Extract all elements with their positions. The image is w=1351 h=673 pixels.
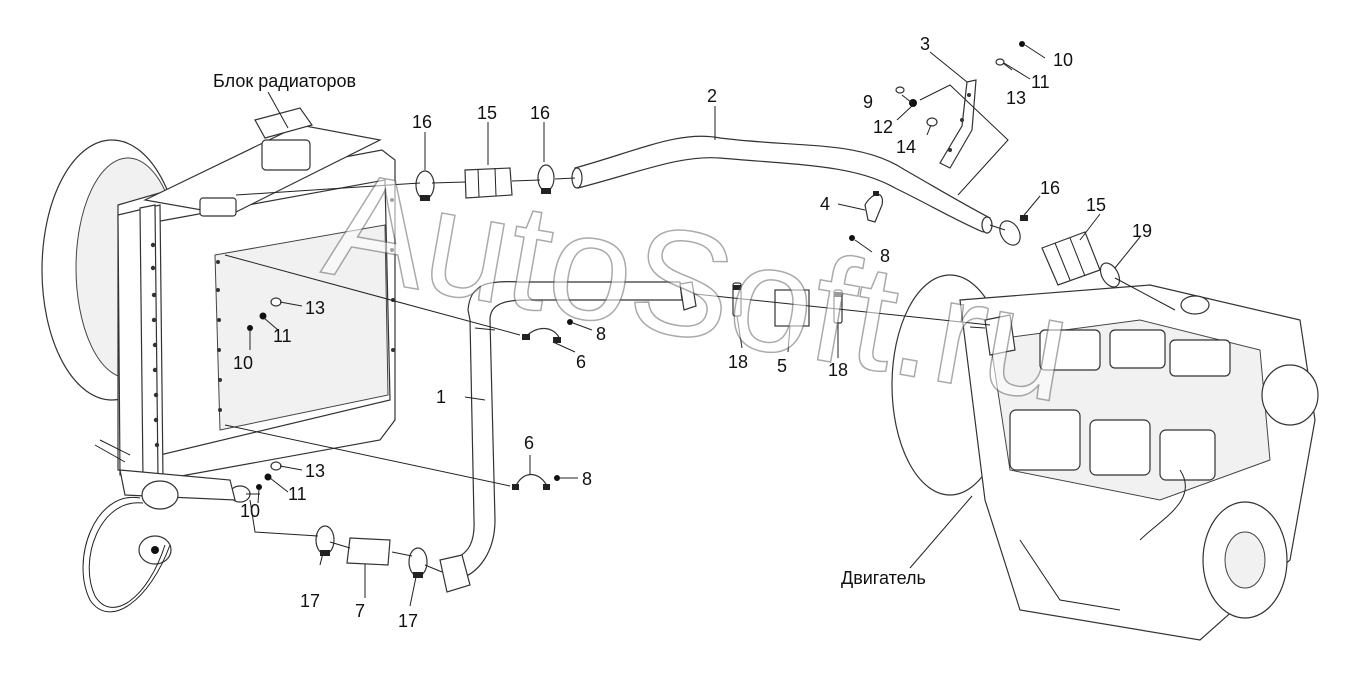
clamp-16-a bbox=[415, 170, 435, 201]
hose-15-upper bbox=[464, 167, 513, 199]
callout-4: 4 bbox=[820, 194, 830, 214]
callout-13-mid: 13 bbox=[305, 298, 325, 318]
watermark: AutoSoft.ru bbox=[314, 138, 1082, 434]
callout-13-low: 13 bbox=[305, 461, 325, 481]
callout-11-mid: 11 bbox=[273, 326, 292, 346]
assembly-lines bbox=[224, 177, 1176, 573]
callout-16-b: 16 bbox=[530, 103, 550, 123]
callout-6-lower: 6 bbox=[524, 433, 534, 453]
clamp-17-b bbox=[408, 547, 428, 578]
callout-17-b: 17 bbox=[398, 611, 418, 631]
callout-9: 9 bbox=[863, 92, 873, 112]
callout-2: 2 bbox=[707, 86, 717, 106]
fasteners-top bbox=[849, 41, 1025, 241]
bracket-3 bbox=[919, 79, 1009, 196]
clamp-19 bbox=[1099, 262, 1121, 288]
callout-11-low: 11 bbox=[288, 484, 307, 504]
pipe-1 bbox=[439, 281, 697, 593]
radiator-fasteners bbox=[247, 297, 282, 490]
callout-10-low: 10 bbox=[240, 501, 260, 521]
clamp-16-c bbox=[999, 215, 1028, 246]
callout-10-mid: 10 bbox=[233, 353, 253, 373]
callout-19: 19 bbox=[1132, 221, 1152, 241]
callout-16-c: 16 bbox=[1040, 178, 1060, 198]
callout-11-top: 11 bbox=[1031, 72, 1050, 92]
callout-7: 7 bbox=[355, 601, 365, 621]
hose-5 bbox=[774, 289, 810, 327]
callout-6-upper: 6 bbox=[576, 352, 586, 372]
callout-8-top: 8 bbox=[880, 246, 890, 266]
caption-radiator-block: Блок радиаторов bbox=[213, 71, 356, 91]
clamp-6-lower bbox=[512, 473, 560, 490]
callout-12: 12 bbox=[873, 117, 893, 137]
clamp-18-a bbox=[732, 282, 742, 317]
pipe-2 bbox=[571, 135, 993, 234]
clamp-16-b bbox=[537, 164, 555, 194]
callout-16-a: 16 bbox=[412, 112, 432, 132]
callout-5: 5 bbox=[777, 356, 787, 376]
callout-8-low: 8 bbox=[582, 469, 592, 489]
callout-1: 1 bbox=[436, 387, 446, 407]
clamp-17-a bbox=[315, 525, 335, 556]
callout-13-top: 13 bbox=[1006, 88, 1026, 108]
callout-labels: 1 2 3 4 5 6 6 7 8 8 8 9 10 10 10 11 11 1… bbox=[233, 34, 1152, 631]
callout-18-b: 18 bbox=[828, 360, 848, 380]
callout-15-top: 15 bbox=[477, 103, 497, 123]
leader-lines bbox=[249, 44, 1141, 607]
callout-10-top: 10 bbox=[1053, 50, 1073, 70]
callout-17-a: 17 bbox=[300, 591, 320, 611]
caption-engine: Двигатель bbox=[841, 568, 926, 588]
callout-8-mid: 8 bbox=[596, 324, 606, 344]
callout-14: 14 bbox=[896, 137, 916, 157]
callout-18-a: 18 bbox=[728, 352, 748, 372]
callout-15-right: 15 bbox=[1086, 195, 1106, 215]
callout-3: 3 bbox=[920, 34, 930, 54]
clamp-6-upper bbox=[522, 319, 573, 343]
bracket-4 bbox=[864, 191, 884, 223]
engine bbox=[891, 274, 1319, 641]
hose-7 bbox=[346, 537, 391, 566]
radiator-block bbox=[41, 107, 396, 613]
